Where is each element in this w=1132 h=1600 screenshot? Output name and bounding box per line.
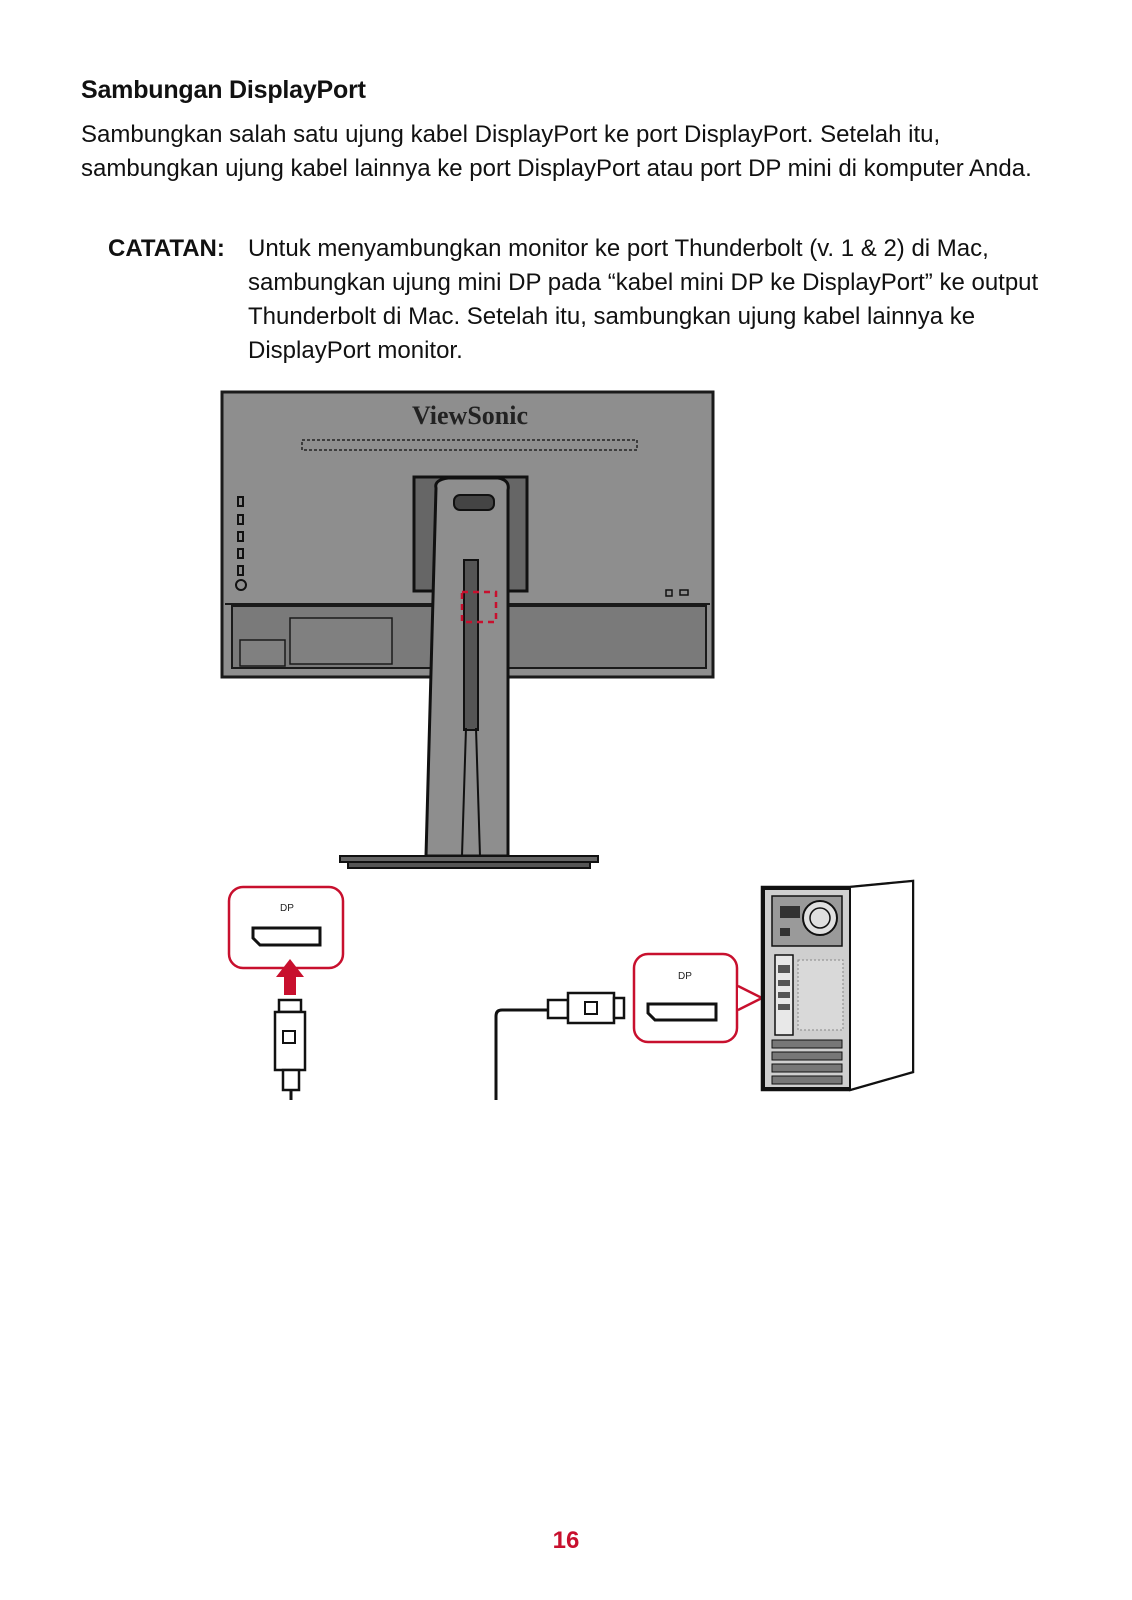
desktop-computer-illustration [760, 879, 915, 1092]
computer-dp-port-icon [646, 1002, 718, 1022]
monitor-back-illustration: ViewSonic [220, 390, 715, 869]
computer-dp-label: DP [678, 971, 692, 982]
dp-plug-left-icon [273, 998, 307, 1092]
monitor-dp-callout: DP [227, 885, 345, 970]
note-text: Untuk menyambungkan monitor ke port Thun… [248, 235, 1039, 364]
section-heading: Sambungan DisplayPort [81, 76, 366, 104]
page-number: 16 [552, 1527, 580, 1554]
intro-paragraph: Sambungkan salah satu ujung kabel Displa… [81, 121, 1032, 182]
displayport-cable [289, 1008, 550, 1100]
dp-plug-right-icon [546, 991, 626, 1025]
connection-illustration: ViewSonic DP [220, 390, 915, 1100]
arrow-up-icon [276, 959, 304, 995]
brand-logo: ViewSonic [412, 401, 528, 430]
monitor-dp-port-icon [251, 926, 322, 947]
note-label: CATATAN: [108, 235, 225, 262]
monitor-dp-label: DP [280, 903, 294, 914]
computer-dp-callout: DP [632, 952, 765, 1044]
